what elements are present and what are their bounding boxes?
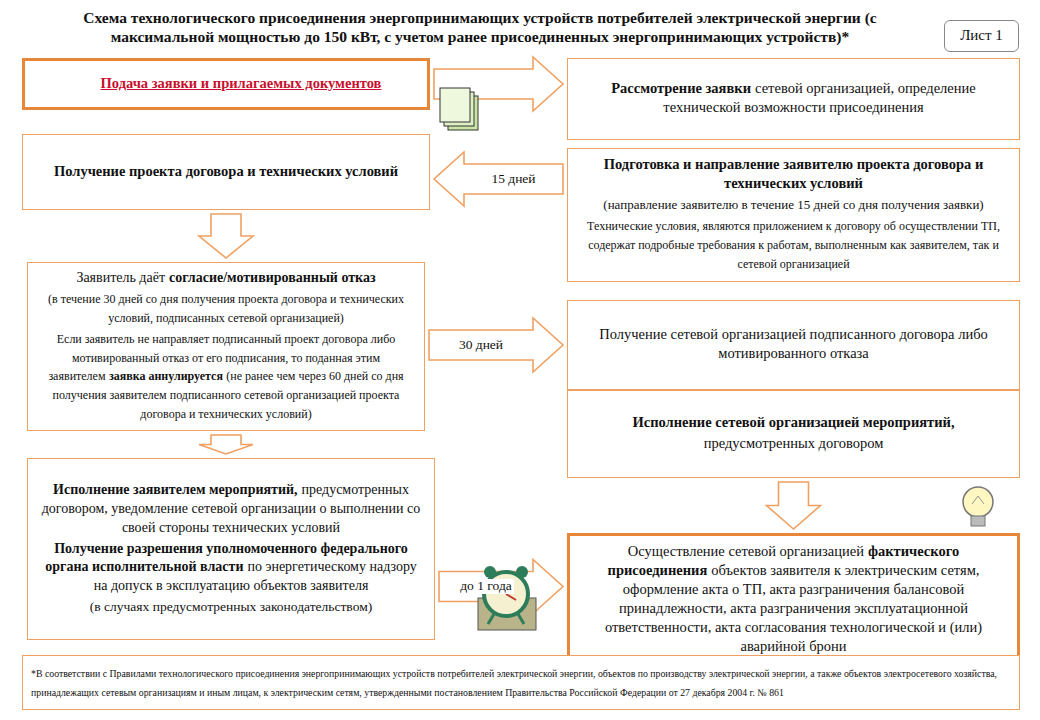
process-box: Получение сетевой организацией подписанн…	[567, 300, 1020, 390]
process-box: Получение проекта договора и технических…	[22, 134, 430, 210]
sheet-label-box: Лист 1	[944, 20, 1019, 52]
process-box: Рассмотрение заявкисетевой организацией,…	[567, 58, 1020, 140]
heading-text: Подготовка и направление заявителю проек…	[604, 156, 984, 191]
heading-text: заявка аннулируется	[109, 369, 223, 383]
body-text: Заявитель даёт	[76, 270, 165, 285]
process-box: Подача заявки и прилагаемых документов	[22, 58, 430, 110]
body-text: *В соответствии с Правилами технологичес…	[31, 668, 997, 698]
process-box: Подготовка и направление заявителю проек…	[567, 148, 1020, 282]
heading-text: Рассмотрение заявки	[611, 80, 751, 96]
duration-label: до 1 года	[458, 579, 514, 594]
heading-text: Исполнение заявителем мероприятий,	[53, 482, 298, 497]
duration-label: 15 дней	[489, 172, 537, 187]
body-text: (направление заявителю в течение 15 дней…	[603, 197, 983, 212]
block-arrow	[199, 435, 253, 454]
documents-icon	[440, 88, 478, 130]
footnote-box: *В соответствии с Правилами технологичес…	[22, 655, 1020, 710]
heading-text: Подача заявки и прилагаемых документов	[101, 75, 382, 91]
alarm-clock-icon	[478, 566, 536, 630]
process-box: Осуществление сетевой организациейфактич…	[567, 533, 1020, 667]
heading-text: Получение проекта договора и технических…	[54, 163, 398, 179]
body-text: (в случаях предусмотренных законодательс…	[90, 599, 372, 614]
block-arrow	[434, 152, 563, 206]
heading-text: согласие/мотивированный отказ	[169, 270, 376, 285]
body-text: Получение сетевой организацией подписанн…	[599, 326, 988, 361]
process-box: Исполнение сетевой организацией мероприя…	[567, 390, 1020, 478]
body-text: Осуществление сетевой организацией	[628, 543, 864, 559]
body-text: Технические условия, являются приложение…	[587, 219, 1000, 271]
body-text: предусмотренных договором	[704, 435, 884, 451]
diagram-title: Схема технологического присоединения эне…	[30, 8, 930, 47]
lightbulb-icon	[963, 487, 993, 526]
process-box: Исполнение заявителем мероприятий,предус…	[27, 458, 435, 640]
body-text: Лист 1	[960, 27, 1003, 43]
block-arrow	[199, 214, 253, 258]
block-arrow	[767, 482, 821, 529]
process-box: Заявитель даёт согласие/мотивированный от…	[27, 262, 425, 431]
heading-text: Исполнение сетевой организацией мероприя…	[632, 414, 954, 430]
duration-label: 30 дней	[457, 338, 505, 353]
block-arrow	[429, 318, 563, 372]
body-text: (в течение 30 дней со дня получения прое…	[48, 292, 404, 325]
